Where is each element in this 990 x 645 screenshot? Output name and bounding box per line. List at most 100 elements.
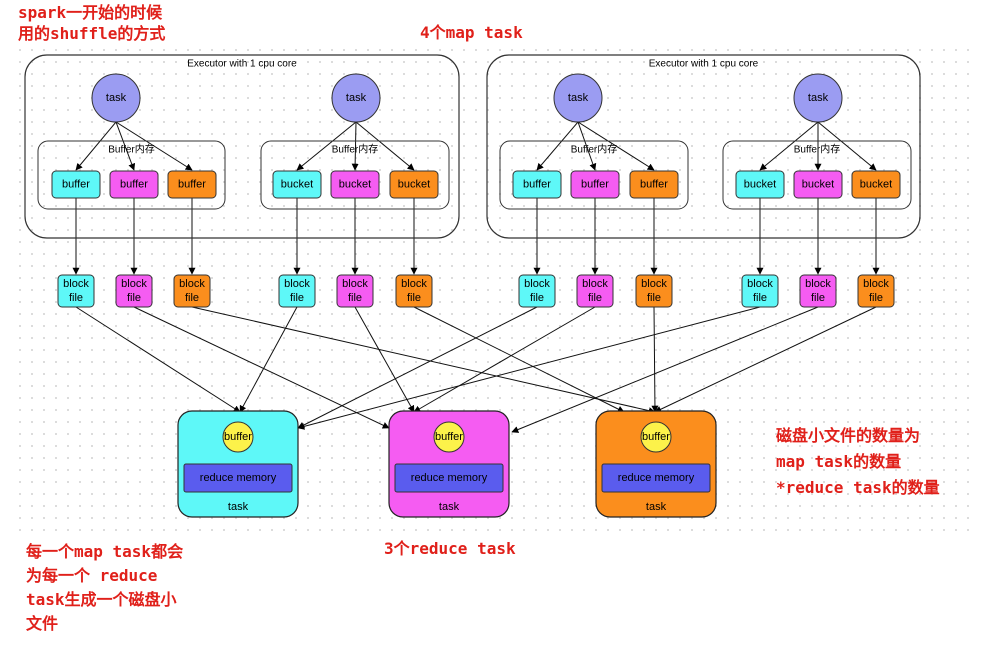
block-file-label: block (179, 278, 205, 290)
executor-label: Executor with 1 cpu core (649, 59, 759, 70)
bucket-slot-label: bucket (802, 178, 834, 190)
executor-box (486, 54, 921, 239)
block-file (857, 274, 895, 308)
task-to-slot-arrow (536, 121, 579, 171)
file-to-reducer-arrow (651, 306, 659, 413)
block-file-label: block (863, 278, 889, 290)
block-file (635, 274, 673, 308)
file-to-reducer-arrow (297, 306, 538, 429)
block-file-label: block (284, 278, 310, 290)
bucket-slot-label: bucket (860, 178, 892, 190)
map-task-circle (793, 73, 843, 123)
reduce-memory-label: reduce memory (618, 472, 695, 484)
buffer-memory-box (499, 140, 689, 210)
file-to-reducer-arrow (75, 306, 241, 413)
block-file (115, 274, 153, 308)
task-to-slot-arrow (296, 121, 357, 171)
map-task-label: task (568, 92, 589, 104)
bucket-slot (735, 170, 785, 199)
task-to-slot-arrow (817, 121, 877, 171)
file-to-reducer-arrow (133, 306, 390, 429)
annotation-top-left: spark一开始的时候 用的shuffle的方式 (18, 3, 166, 43)
reduce-memory-label: reduce memory (411, 472, 488, 484)
block-file (278, 274, 316, 308)
buffer-slot-label: buffer (640, 178, 668, 190)
block-file-label: file (753, 292, 767, 304)
block-file (395, 274, 433, 308)
block-file-label: file (530, 292, 544, 304)
executor-box (24, 54, 460, 239)
block-file-label: block (342, 278, 368, 290)
annotation-reduce-tasks: 3个reduce task (384, 539, 516, 558)
block-file (518, 274, 556, 308)
task-to-slot-arrow (577, 121, 597, 171)
annotation-right: 磁盘小文件的数量为 map task的数量 *reduce task的数量 (776, 426, 940, 497)
block-file-label: file (348, 292, 362, 304)
block-file-label: file (869, 292, 883, 304)
block-file-label: file (407, 292, 421, 304)
task-to-slot-arrow (351, 121, 359, 171)
buffer-slot-label: buffer (62, 178, 90, 190)
reduce-memory-box (601, 463, 711, 493)
annotation-map-tasks: 4个map task (420, 23, 523, 42)
block-file-label: file (811, 292, 825, 304)
block-file (336, 274, 374, 308)
reduce-task-label: task (646, 501, 667, 513)
reduce-buffer-circle (640, 421, 672, 453)
buffer-memory-label: Buffer内存 (108, 143, 155, 156)
buffer-slot-label: buffer (120, 178, 148, 190)
map-task-label: task (106, 92, 127, 104)
task-to-slot-arrow (115, 121, 136, 171)
bucket-slot (389, 170, 439, 199)
bucket-slot (851, 170, 901, 199)
file-to-reducer-arrow (191, 306, 656, 415)
file-to-reducer-arrow (239, 306, 298, 413)
buffer-memory-box (260, 140, 450, 210)
task-to-slot-arrow (759, 121, 819, 171)
block-file (173, 274, 211, 308)
bucket-slot-label: bucket (281, 178, 313, 190)
file-to-reducer-arrow (413, 306, 625, 413)
block-file-label: block (747, 278, 773, 290)
reduce-task-label: task (439, 501, 460, 513)
block-file-label: block (121, 278, 147, 290)
buffer-slot-label: buffer (178, 178, 206, 190)
buffer-memory-label: Buffer内存 (332, 143, 379, 156)
block-file-label: block (805, 278, 831, 290)
buffer-slot-label: buffer (581, 178, 609, 190)
block-file-label: file (69, 292, 83, 304)
file-to-reducer-arrow (654, 306, 877, 413)
block-file-label: block (63, 278, 89, 290)
buffer-slot (167, 170, 217, 199)
task-to-slot-arrow (577, 121, 655, 171)
bucket-slot-label: bucket (744, 178, 776, 190)
reduce-buffer-label: buffer (642, 431, 670, 443)
map-task-circle (331, 73, 381, 123)
buffer-memory-box (37, 140, 226, 210)
bucket-slot-label: bucket (339, 178, 371, 190)
buffer-slot (512, 170, 562, 199)
file-to-reducer-arrow (354, 306, 415, 413)
block-file-label: block (641, 278, 667, 290)
reduce-memory-box (394, 463, 504, 493)
buffer-slot (629, 170, 679, 199)
task-to-slot-arrow (115, 121, 193, 171)
block-file-label: block (401, 278, 427, 290)
reduce-memory-box (183, 463, 293, 493)
file-to-reducer-arrow (297, 306, 761, 430)
buffer-slot-label: buffer (523, 178, 551, 190)
buffer-slot (51, 170, 101, 199)
buffer-slot (109, 170, 159, 199)
block-file-label: file (588, 292, 602, 304)
map-task-label: task (808, 92, 829, 104)
block-file (741, 274, 779, 308)
map-task-label: task (346, 92, 367, 104)
file-to-reducer-arrow (413, 306, 596, 413)
file-to-reducer-arrow (511, 306, 819, 433)
reduce-buffer-label: buffer (435, 431, 463, 443)
buffer-memory-label: Buffer内存 (571, 143, 618, 156)
reduce-memory-label: reduce memory (200, 472, 277, 484)
map-task-circle (553, 73, 603, 123)
task-to-slot-arrow (75, 121, 117, 171)
